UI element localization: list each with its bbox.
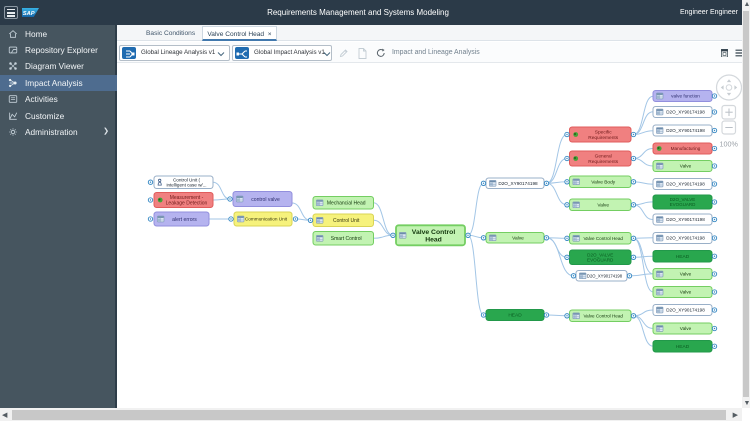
svg-text:HEAD: HEAD xyxy=(676,344,690,350)
svg-text:Valve Control: Valve Control xyxy=(412,229,456,236)
svg-text:Requirements: Requirements xyxy=(588,159,618,165)
svg-text:alert errors: alert errors xyxy=(172,217,197,223)
svg-text:Manufacturing: Manufacturing xyxy=(671,146,701,151)
svg-text:Valve: Valve xyxy=(680,290,692,295)
svg-text:D2O_XY90174198: D2O_XY90174198 xyxy=(666,236,705,241)
svg-text:D2O_VALVE: D2O_VALVE xyxy=(670,197,696,202)
svg-text:D2O_XY90174198: D2O_XY90174198 xyxy=(666,182,705,187)
svg-text:Valve: Valve xyxy=(680,164,692,169)
svg-text:D2O_XY90174198: D2O_XY90174198 xyxy=(666,308,705,313)
svg-text:Mechancial Head: Mechancial Head xyxy=(327,201,366,207)
svg-text:Valve Body: Valve Body xyxy=(591,179,616,185)
svg-text:Control Unit (: Control Unit ( xyxy=(173,177,201,182)
svg-text:Head: Head xyxy=(425,237,442,244)
svg-text:HEAD: HEAD xyxy=(508,313,522,319)
svg-text:100%: 100% xyxy=(720,140,739,149)
svg-text:Valve Control Head: Valve Control Head xyxy=(583,313,623,318)
svg-text:EVOGUARD: EVOGUARD xyxy=(670,202,697,207)
svg-text:Smart Control: Smart Control xyxy=(331,236,362,242)
svg-text:Measurement -: Measurement - xyxy=(170,195,204,201)
svg-text:HEAD: HEAD xyxy=(676,254,690,260)
svg-text:D2O_XY90174198: D2O_XY90174198 xyxy=(666,128,705,133)
svg-text:Specific: Specific xyxy=(595,130,612,136)
svg-text:Leakage Detection: Leakage Detection xyxy=(166,201,208,207)
svg-text:control valve: control valve xyxy=(251,197,280,203)
svg-text:Valve: Valve xyxy=(680,326,692,331)
svg-text:General: General xyxy=(595,154,612,160)
svg-text:Valve: Valve xyxy=(512,235,524,241)
svg-text:D2O_XY90174198: D2O_XY90174198 xyxy=(498,181,538,186)
svg-text:Control Unit: Control Unit xyxy=(333,218,360,224)
svg-text:D2O_VALVE: D2O_VALVE xyxy=(587,252,613,257)
svg-text:Valve: Valve xyxy=(597,202,609,208)
svg-text:intelligent case w/...: intelligent case w/... xyxy=(166,182,206,187)
svg-text:Valve: Valve xyxy=(680,272,692,277)
svg-text:D2O_XY90174198: D2O_XY90174198 xyxy=(666,110,705,115)
svg-text:SAP: SAP xyxy=(23,10,35,16)
svg-text:EVOGUARD: EVOGUARD xyxy=(587,257,614,262)
svg-text:Requirements: Requirements xyxy=(588,135,618,141)
svg-text:Valve Control Head: Valve Control Head xyxy=(583,236,623,241)
svg-text:valve function: valve function xyxy=(671,94,700,99)
svg-text:D2O_XY90174198: D2O_XY90174198 xyxy=(587,273,623,278)
svg-text:Communication Unit: Communication Unit xyxy=(245,217,288,222)
svg-text:D2O_XY90174198: D2O_XY90174198 xyxy=(666,217,705,222)
